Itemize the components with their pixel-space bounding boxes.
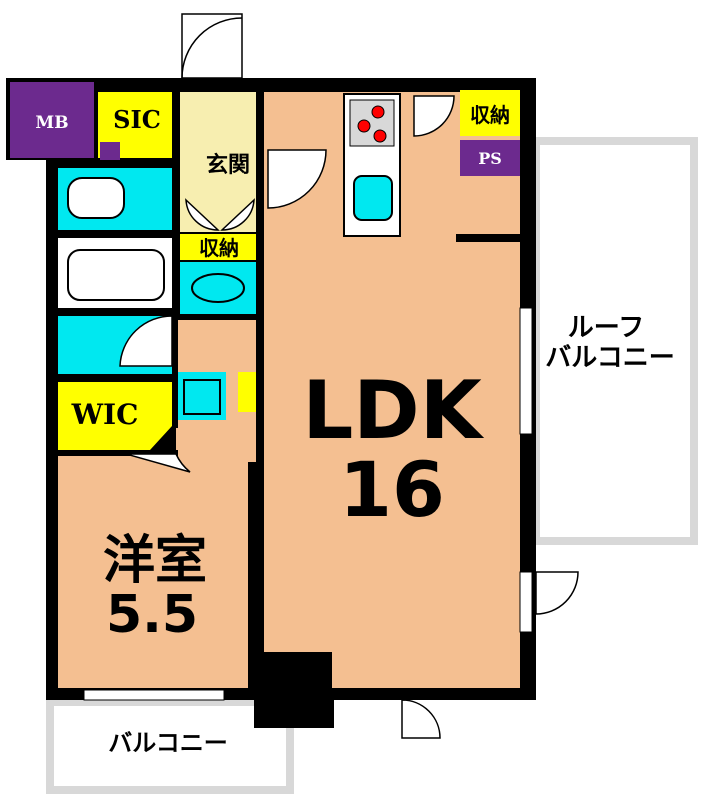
basin-icon	[191, 273, 245, 303]
ps-shaft	[460, 140, 520, 176]
toilet-icon	[67, 177, 125, 219]
wic-label: WIC	[71, 398, 139, 431]
inner-walls	[58, 92, 520, 700]
western-room	[58, 456, 248, 688]
roof-balcony	[532, 137, 698, 545]
balcony	[46, 700, 294, 794]
door-swing-icons	[119, 95, 579, 739]
laundry-icon	[183, 379, 221, 415]
sic-label: SIC	[113, 105, 161, 134]
roof-balcony-label-line2: バルコニー	[545, 343, 674, 373]
western-room-size-label: 5.5	[106, 585, 198, 645]
mb-label: MB	[35, 113, 68, 133]
stove-burner-icon	[371, 105, 385, 119]
stove-burner-icon	[357, 119, 371, 133]
roof-balcony-label-line1: ルーフ	[568, 313, 644, 343]
storage-top-label: 収納	[470, 103, 510, 127]
ldk-name-label: LDK	[302, 364, 484, 457]
wic-closet	[58, 382, 172, 450]
balcony-label: バルコニー	[108, 729, 228, 757]
stove-burner-icon	[373, 129, 387, 143]
kitchen-sink-icon	[353, 175, 393, 221]
western-room-name-label: 洋室	[103, 531, 207, 591]
storage-mid-label: 収納	[199, 236, 239, 260]
storage-top	[460, 90, 520, 136]
mb-closet	[10, 82, 94, 158]
front-door-icon	[181, 13, 243, 79]
kitchen-counter	[343, 93, 401, 237]
small-storage	[238, 372, 258, 412]
sic-notch	[100, 142, 120, 160]
ldk-size-label: 16	[339, 445, 445, 534]
fixtures	[67, 177, 245, 415]
windows	[83, 307, 533, 701]
bathtub-icon	[67, 249, 165, 301]
storage-mid	[180, 234, 258, 260]
genkan-label: 玄関	[206, 152, 250, 178]
ps-label: PS	[478, 149, 502, 168]
